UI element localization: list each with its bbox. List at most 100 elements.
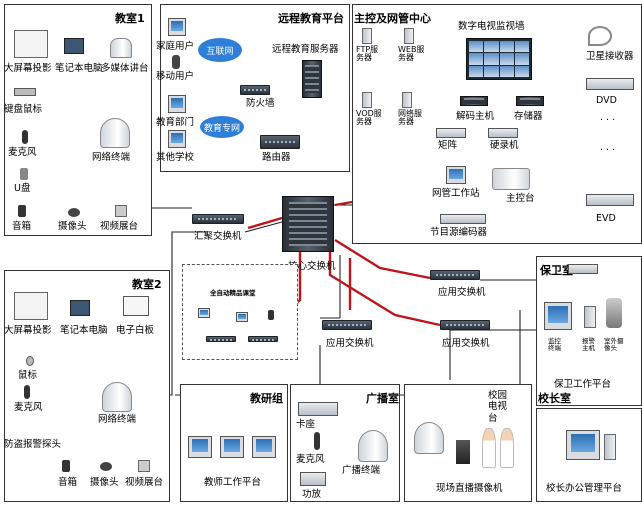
classroom1-terminal-label: 网络终端 [92,152,131,163]
classroom1-laptop-label: 笔记本电脑 [55,63,103,74]
broadcast-terminal-label: 广播终端 [342,465,381,476]
teacher-pc-icon [188,436,212,458]
video-wall-label: 数字电视监视墙 [458,21,525,32]
app-switch-2-icon [322,320,372,330]
web-server-label: WEB服务器 [398,45,425,62]
security-device-icon [568,264,598,274]
usb-disk-icon [20,168,28,180]
research-title: 教研组 [250,392,283,405]
matrix-icon [436,128,466,138]
speaker-icon [62,460,70,472]
edu-network-cloud-icon: 教育专网 [200,116,244,138]
classroom2-laptop-label: 笔记本电脑 [60,325,108,336]
dvd-label: DVD [596,95,617,106]
amplifier-label: 功放 [302,489,322,500]
deck-label: 卡座 [296,419,316,430]
projector-screen-icon [14,292,48,320]
network-terminal-icon [100,118,130,148]
home-user-pc-icon [168,18,186,36]
monitor-terminal-label: 监控终端 [548,337,561,352]
mobile-user-label: 移动用户 [156,71,195,82]
classroom2-mouse-label: 鼠标 [18,370,38,381]
broadcast-title: 广播室 [366,392,399,405]
storage-label: 存储器 [514,111,543,122]
router-label: 路由器 [262,152,291,163]
video-booth-icon [138,460,150,472]
keyboard-icon [14,88,36,96]
classroom2-alarm-label: 防盗报警探头 [4,439,62,450]
outdoor-camera-label: 室外摄像头 [604,337,624,352]
principal-platform-label: 校长办公管理平台 [546,483,623,494]
app-switch-2-label: 应用交换机 [326,338,374,349]
teacher-pc-icon [252,436,276,458]
edu-dept-pc-icon [168,95,186,113]
video-booth-icon [115,205,127,217]
security-panel [536,256,642,406]
net-server-icon [402,92,412,108]
camera-icon [100,462,112,471]
auto-classroom-pc-icon [236,312,248,322]
vod-server-label: VOD服务器 [356,109,382,126]
classroom1-keyboard-label: 键盘鼠标 [4,104,43,115]
monitor-terminal-icon [544,302,572,330]
principal-title: 校长室 [538,392,571,405]
decoder-host-label: 解码主机 [456,111,495,122]
other-school-label: 其他学校 [156,152,195,163]
classroom1-camera-label: 摄像头 [58,221,87,232]
microphone-icon [24,385,30,399]
classroom1-projector-label: 大屏幕投影 [4,63,52,74]
net-server-label: 网络服务器 [398,109,422,126]
console-icon [492,168,530,190]
alarm-host-icon [584,306,596,328]
principal-tower-icon [604,434,616,460]
remote-server-icon [302,60,322,98]
core-switch-label: 核心交换机 [288,261,336,272]
recorder-icon [488,128,518,138]
classroom2-booth-label: 视频展台 [125,477,164,488]
network-terminal-icon [102,382,132,412]
classroom2-projector-label: 大屏幕投影 [4,325,52,336]
firewall-icon [240,85,270,95]
broadcast-mic-icon [314,432,320,450]
presenter-icon [500,428,514,468]
evd-label: EVD [596,213,616,224]
ftp-server-icon [362,28,372,44]
app-switch-3-label: 应用交换机 [442,338,490,349]
classroom1-speaker-label: 音箱 [12,221,32,232]
console-label: 主控台 [506,193,535,204]
encoder-icon [440,214,486,224]
other-school-pc-icon [168,130,186,148]
remote-edu-title: 远程教育平台 [278,12,344,25]
auto-classroom-pc-icon [198,308,210,318]
source-dots-1: · · · [600,115,616,126]
evd-player-icon [586,194,634,206]
auto-classroom-camera-icon [268,310,274,320]
laptop-icon [70,300,90,316]
auto-classroom-title: 全自动精品课堂 [210,289,256,297]
ftp-server-label: FTP服务器 [356,45,379,62]
app-switch-3-icon [440,320,490,330]
classroom1-mic-label: 麦克风 [8,147,37,158]
core-switch-icon [282,196,334,252]
firewall-label: 防火墙 [246,98,275,109]
master-control-title: 主控及网管中心 [354,12,431,25]
mouse-icon [26,356,34,366]
presenter-icon [482,428,496,468]
alarm-host-label: 报警主机 [582,337,595,352]
web-server-icon [404,28,414,44]
agg-switch-icon [192,214,244,224]
campus-tv-station-label: 校园电视台 [488,390,508,424]
classroom1-usb-label: U盘 [14,183,31,194]
teacher-pc-icon [220,436,244,458]
matrix-label: 矩阵 [438,140,458,151]
classroom1-podium-label: 多媒体讲台 [101,63,149,74]
storage-icon [516,96,544,106]
satellite-label: 卫星接收器 [586,51,634,62]
broadcast-mic-label: 麦克风 [296,454,325,465]
app-switch-1-label: 应用交换机 [438,287,486,298]
video-wall-icon [466,38,532,80]
source-dots-2: · · · [600,145,616,156]
classroom1-booth-label: 视频展台 [100,221,139,232]
classroom2-camera-label: 摄像头 [90,477,119,488]
classroom2-terminal-label: 网络终端 [98,414,137,425]
